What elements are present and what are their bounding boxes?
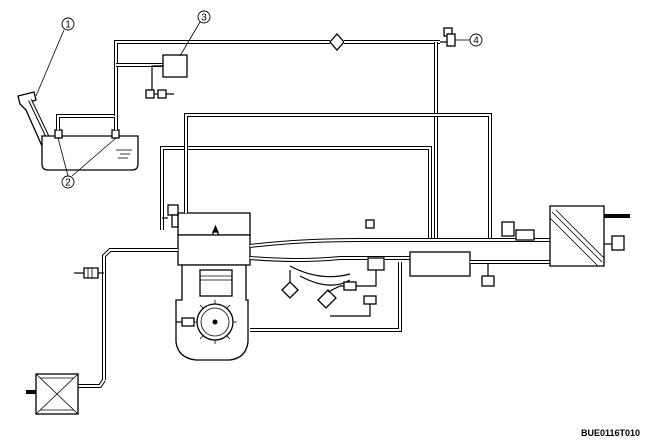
callout-1-bubble (61, 17, 75, 31)
callout-4-bubble (469, 33, 483, 47)
catalytic-converter (26, 373, 79, 415)
engine (175, 212, 251, 361)
callout-1-label: 1 (65, 20, 71, 31)
purge-solenoid-valve (440, 27, 456, 47)
charcoal-canister (145, 54, 188, 99)
vent-valve-left (54, 129, 63, 139)
oxygen-sensor (74, 267, 104, 279)
callout-2-bubble (61, 175, 75, 189)
idle-air-control-valve (281, 270, 350, 309)
callout-4-label: 4 (473, 36, 479, 47)
figure-code: BUE0116T010 (581, 428, 640, 438)
callout-3-bubble (197, 10, 211, 24)
vent-valve-right (111, 129, 120, 139)
check-valve (329, 33, 345, 51)
callout-3-label: 3 (201, 13, 207, 24)
air-cleaner (549, 205, 630, 267)
fuel-tank (17, 91, 139, 171)
callout-2-label: 2 (65, 178, 71, 189)
